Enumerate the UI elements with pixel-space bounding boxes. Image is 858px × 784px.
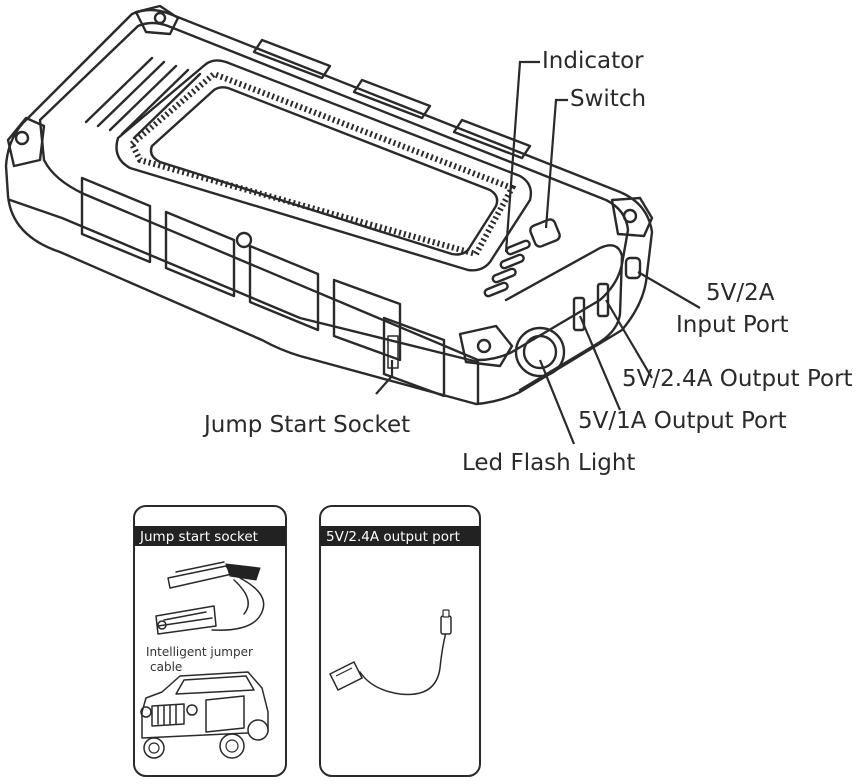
textured-panel-outer	[115, 59, 533, 272]
led-flash-light-label: Led Flash Light	[462, 450, 635, 476]
led-flash-light-lens	[522, 334, 558, 370]
switch-label: Switch	[570, 86, 646, 112]
device-top-rim	[38, 21, 630, 362]
input-port-label-line2: Input Port	[676, 312, 788, 338]
card-output-port: 5V/2.4A output port	[319, 505, 481, 777]
micro-usb-input-port	[624, 256, 642, 280]
output-24a-leader	[605, 299, 653, 379]
card-header	[320, 526, 480, 546]
output-24a-label: 5V/2.4A Output Port	[622, 366, 853, 392]
device-outer-shell	[4, 8, 654, 406]
card-title: Jump start socket	[139, 529, 258, 545]
top-rubber-bar-2	[352, 78, 432, 120]
side-pad-2	[164, 210, 236, 298]
textured-panel-window	[149, 86, 499, 256]
leader-lines	[375, 60, 701, 445]
front-face	[504, 244, 624, 392]
corner-bumper-right	[610, 196, 654, 238]
switch-button	[529, 218, 561, 248]
output-1a-label: 5V/1A Output Port	[578, 408, 787, 434]
corner-screw-2	[153, 11, 167, 25]
corner-screw-3	[622, 208, 638, 224]
card-title: 5V/2.4A output port	[326, 529, 460, 545]
top-rubber-bar-3	[452, 118, 532, 160]
corner-bumper-back	[134, 4, 180, 36]
jumper-cable-icon	[155, 561, 265, 635]
card-caption-line2: cable	[150, 660, 182, 674]
corner-bumper-front-right	[458, 324, 514, 368]
jump-socket-leader	[375, 360, 394, 395]
usb-port-1a	[572, 296, 586, 332]
indicator-leader	[504, 60, 540, 253]
side-pad-4	[332, 278, 402, 362]
card-caption-line1: Intelligent jumper	[146, 645, 253, 659]
side-pad-3	[248, 244, 320, 332]
suv-icon	[140, 671, 269, 759]
led-flash-leader	[538, 359, 576, 445]
corner-screw-4	[476, 338, 492, 354]
led-flash-light	[514, 326, 566, 378]
power-bank-illustration	[4, 4, 654, 406]
input-port-leader	[637, 271, 701, 309]
usb-cable-icon	[328, 609, 452, 696]
input-port-label-line1: 5V/2A	[706, 280, 775, 306]
jump-start-socket-label: Jump Start Socket	[202, 412, 410, 438]
switch-leader	[544, 98, 568, 229]
indicator-label: Indicator	[542, 48, 644, 74]
card-header	[134, 526, 286, 546]
device-side-face	[8, 198, 480, 406]
jump-start-socket-panel	[382, 316, 446, 398]
grip-lines	[84, 56, 202, 140]
side-screw	[235, 231, 253, 249]
output-1a-leader	[578, 315, 622, 411]
card-jump-start-socket: Jump start socket Intelligent jumper cab…	[133, 505, 287, 777]
side-pad-1	[80, 176, 152, 264]
card-frame	[319, 505, 481, 777]
usb-port-24a	[596, 282, 610, 318]
corner-screw-1	[14, 130, 30, 146]
corner-bumper-front-left	[6, 116, 46, 168]
top-rubber-bar-1	[252, 38, 332, 80]
